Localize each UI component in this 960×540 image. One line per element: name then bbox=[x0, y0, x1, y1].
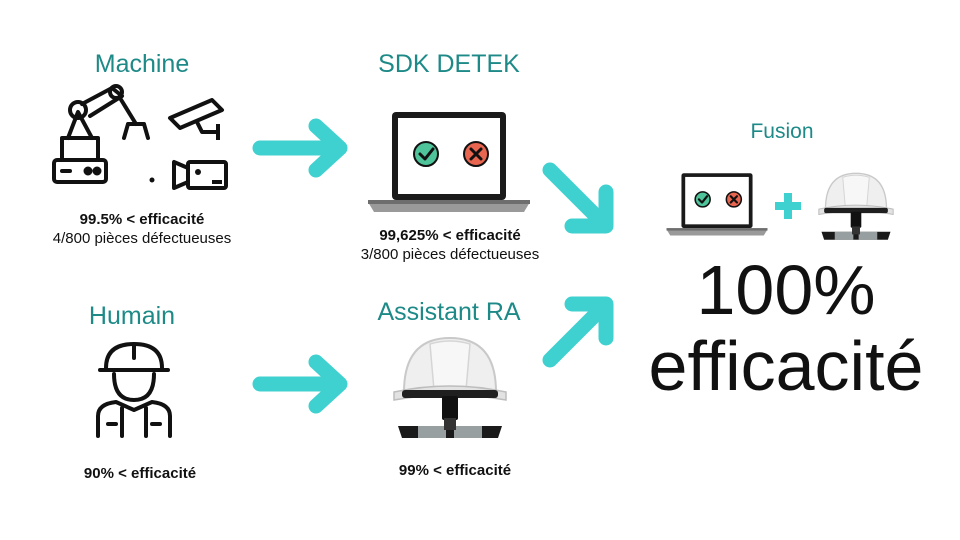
sdk-title: SDK DETEK bbox=[378, 50, 520, 78]
ar-helmet-icon-small bbox=[818, 172, 894, 240]
robot-arm-icon bbox=[52, 84, 155, 184]
arrow-icon-human-to-assistant bbox=[252, 354, 348, 414]
human-efficiency: 90% < efficacité bbox=[83, 465, 197, 482]
cross-icon bbox=[463, 141, 489, 167]
sdk-stats: 99,625% < efficacité 3/800 pièces défect… bbox=[361, 226, 539, 264]
video-camera-icon bbox=[172, 160, 228, 190]
check-icon bbox=[694, 191, 711, 208]
laptop-icon-small bbox=[666, 173, 768, 236]
machine-stats: 99.5% < efficacité 4/800 pièces défectue… bbox=[53, 210, 231, 248]
security-camera-icon bbox=[168, 98, 224, 140]
assistant-stats: 99% < efficacité bbox=[399, 461, 511, 480]
sdk-defects: 3/800 pièces défectueuses bbox=[360, 246, 540, 263]
laptop-icon bbox=[368, 112, 530, 212]
sdk-efficiency: 99,625% < efficacité bbox=[379, 227, 521, 244]
fusion-result-line1: 100% bbox=[696, 251, 876, 329]
assistant-title: Assistant RA bbox=[377, 298, 521, 326]
fusion-title: Fusion bbox=[750, 120, 814, 143]
human-stats: 90% < efficacité bbox=[84, 464, 196, 483]
arrow-icon-machine-to-sdk bbox=[252, 118, 348, 178]
worker-icon bbox=[96, 342, 172, 438]
assistant-efficiency: 99% < efficacité bbox=[398, 462, 512, 479]
machine-title: Machine bbox=[94, 50, 190, 78]
human-title: Humain bbox=[88, 302, 176, 330]
ar-helmet-icon bbox=[393, 336, 507, 438]
machine-efficiency: 99.5% < efficacité bbox=[79, 211, 205, 228]
machine-defects: 4/800 pièces défectueuses bbox=[52, 230, 232, 247]
cross-icon bbox=[725, 191, 743, 208]
arrow-icon-assistant-to-fusion bbox=[542, 296, 614, 368]
plus-icon bbox=[775, 193, 801, 219]
check-icon bbox=[413, 141, 439, 167]
fusion-result-line2: efficacité bbox=[648, 327, 924, 405]
arrow-icon-sdk-to-fusion bbox=[542, 162, 614, 234]
